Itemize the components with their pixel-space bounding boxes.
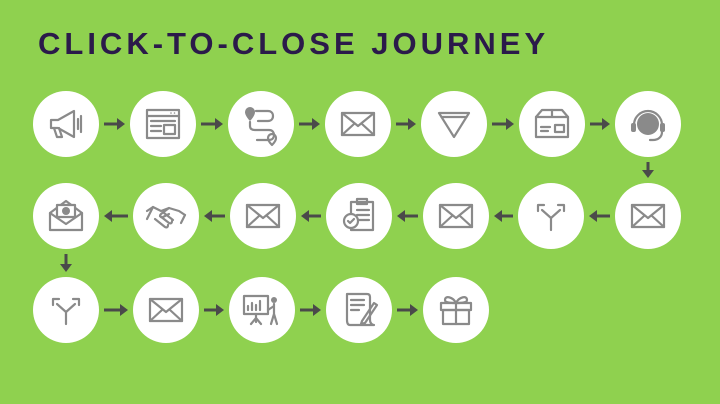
flow-arrow bbox=[104, 117, 125, 131]
step-node bbox=[230, 183, 296, 249]
route-icon bbox=[245, 107, 278, 147]
flow-arrow bbox=[59, 254, 73, 272]
step-node bbox=[133, 183, 199, 249]
flow-arrow bbox=[590, 117, 610, 131]
step-node bbox=[326, 183, 392, 249]
step-node bbox=[615, 91, 681, 157]
step-node bbox=[133, 277, 199, 343]
step-node bbox=[229, 277, 295, 343]
envelope-icon bbox=[148, 297, 184, 323]
flow-arrow bbox=[300, 303, 321, 317]
flow-arrow bbox=[204, 303, 224, 317]
flow-arrow bbox=[641, 162, 655, 178]
envelope-icon bbox=[340, 111, 376, 137]
envelope-icon bbox=[438, 203, 474, 229]
page-title: CLICK-TO-CLOSE JOURNEY bbox=[38, 26, 550, 61]
handshake-icon bbox=[145, 205, 187, 229]
step-node bbox=[326, 277, 392, 343]
split-arrow-icon bbox=[51, 297, 81, 326]
flow-arrow bbox=[396, 117, 416, 131]
step-node bbox=[130, 91, 196, 157]
gift-icon bbox=[439, 296, 473, 326]
flow-arrow bbox=[301, 209, 321, 223]
flow-arrow bbox=[299, 117, 320, 131]
step-node bbox=[33, 183, 99, 249]
flow-arrow bbox=[201, 117, 223, 131]
step-node bbox=[423, 277, 489, 343]
flow-arrow bbox=[397, 303, 418, 317]
flow-arrow bbox=[492, 117, 514, 131]
step-node bbox=[519, 91, 585, 157]
step-node bbox=[421, 91, 487, 157]
headset-icon bbox=[631, 109, 665, 142]
step-node bbox=[615, 183, 681, 249]
flow-arrow bbox=[589, 209, 610, 223]
envelope-icon bbox=[630, 203, 666, 229]
checklist-icon bbox=[342, 197, 375, 232]
contract-icon bbox=[345, 292, 379, 327]
step-node bbox=[518, 183, 584, 249]
megaphone-icon bbox=[49, 109, 83, 139]
open-envelope-icon bbox=[48, 199, 84, 232]
package-icon bbox=[534, 108, 570, 139]
presentation-icon bbox=[242, 294, 279, 326]
step-node bbox=[325, 91, 391, 157]
flow-arrow bbox=[494, 209, 513, 223]
split-arrow-icon bbox=[536, 203, 566, 232]
webpage-icon bbox=[145, 108, 181, 140]
funnel-icon bbox=[437, 111, 471, 139]
flow-arrow bbox=[397, 209, 418, 223]
flow-arrow bbox=[204, 209, 225, 223]
step-node bbox=[33, 277, 99, 343]
envelope-icon bbox=[245, 203, 281, 229]
flow-arrow bbox=[104, 209, 128, 223]
flow-arrow bbox=[104, 303, 128, 317]
step-node bbox=[423, 183, 489, 249]
step-node bbox=[33, 91, 99, 157]
step-node bbox=[228, 91, 294, 157]
